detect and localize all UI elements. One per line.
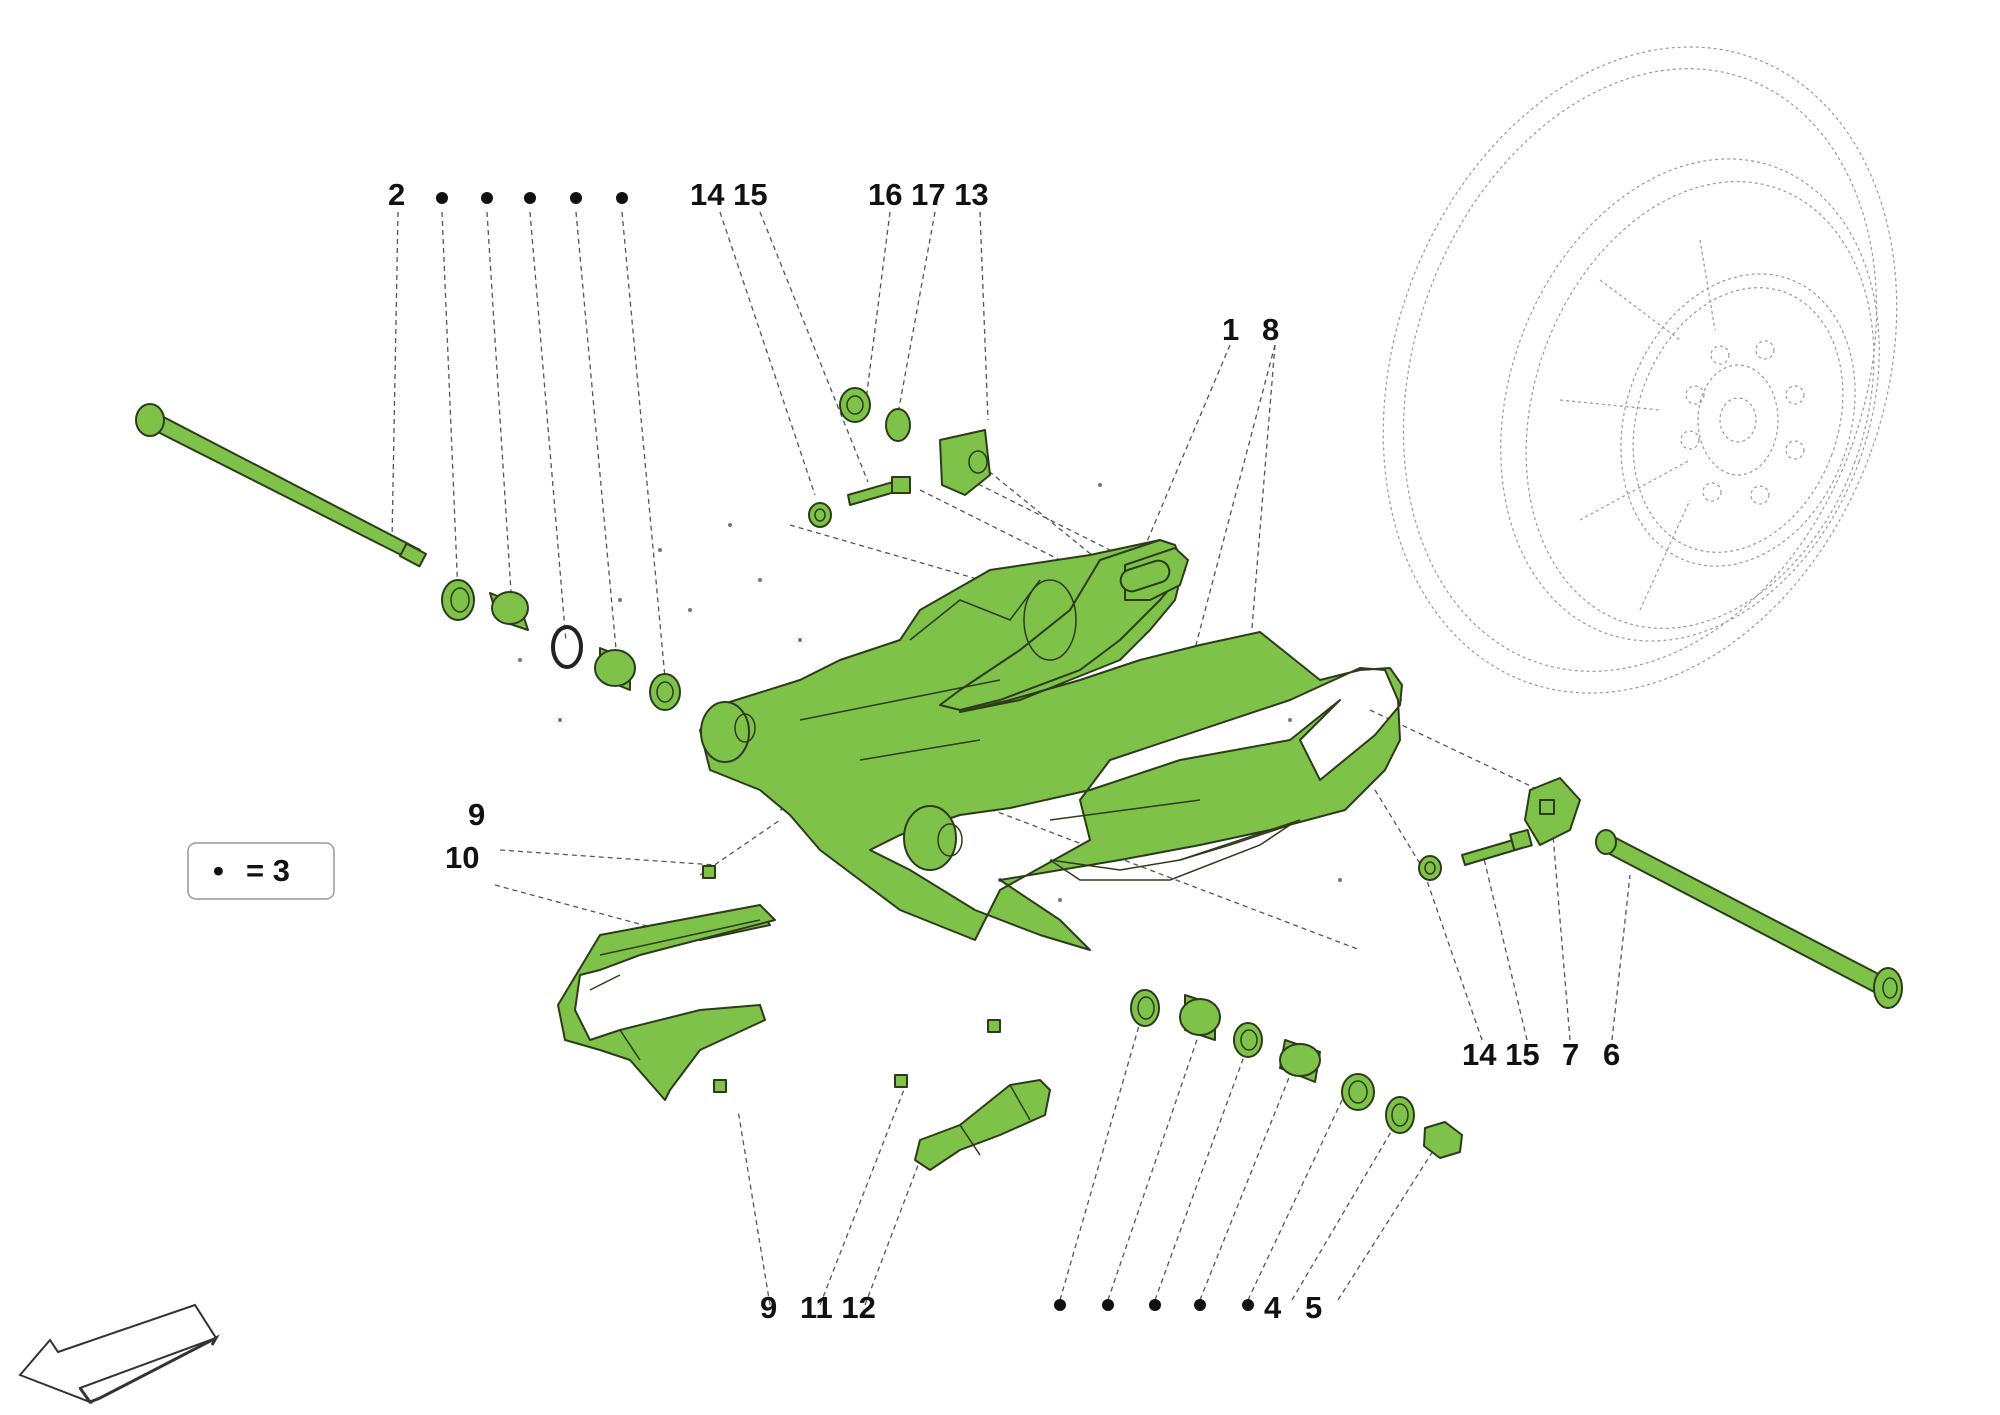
label-bottom-4: 4 [1264, 1290, 1282, 1325]
bullet-marker [436, 192, 448, 204]
bullet-markers [436, 192, 1254, 1311]
legend-text: = 3 [246, 853, 290, 888]
label-right-14-15: 14 15 [1462, 1037, 1540, 1072]
label-left-9: 9 [468, 797, 485, 832]
label-bottom-11-12: 11 12 [800, 1290, 876, 1325]
bullet-marker [524, 192, 536, 204]
direction-arrow [18, 1303, 220, 1405]
legend-symbol: • [213, 853, 224, 888]
legend-box [187, 842, 335, 900]
pivot-shaft [135, 403, 427, 568]
pivot-parts-left [441, 579, 681, 711]
legend: • = 3 [187, 842, 335, 900]
bullet-marker [570, 192, 582, 204]
label-bottom-5: 5 [1305, 1290, 1322, 1325]
label-top-14-15: 14 15 [690, 177, 768, 212]
swingarm [699, 539, 1403, 951]
chain-adjuster-top [808, 387, 991, 528]
pivot-parts-right [1130, 989, 1463, 1159]
sprocket-holes [1680, 340, 1805, 505]
label-top-2: 2 [388, 177, 405, 212]
label-right-7: 7 [1562, 1037, 1579, 1072]
label-left-10: 10 [445, 840, 479, 875]
bullet-marker [1054, 1299, 1066, 1311]
label-right-6: 6 [1603, 1037, 1620, 1072]
label-top-8: 8 [1262, 312, 1279, 347]
rear-wheel-outline [1382, 46, 1898, 694]
label-bottom-9: 9 [760, 1290, 777, 1325]
axle-right [1595, 829, 1903, 1009]
part-labels: 2 14 15 16 17 13 1 8 9 10 14 15 7 6 9 11… [388, 177, 1620, 1325]
label-top-16-17-13: 16 17 13 [868, 177, 989, 212]
bullet-marker [1102, 1299, 1114, 1311]
leader-lines [391, 211, 1631, 1306]
bullet-marker [1149, 1299, 1161, 1311]
bullet-marker [1242, 1299, 1254, 1311]
chain-slider [894, 1019, 1051, 1171]
bullet-marker [481, 192, 493, 204]
chain-adjuster-right [1418, 777, 1581, 881]
chain-guide [557, 865, 776, 1101]
bullet-marker [1194, 1299, 1206, 1311]
label-top-1: 1 [1222, 312, 1239, 347]
bullet-marker [616, 192, 628, 204]
